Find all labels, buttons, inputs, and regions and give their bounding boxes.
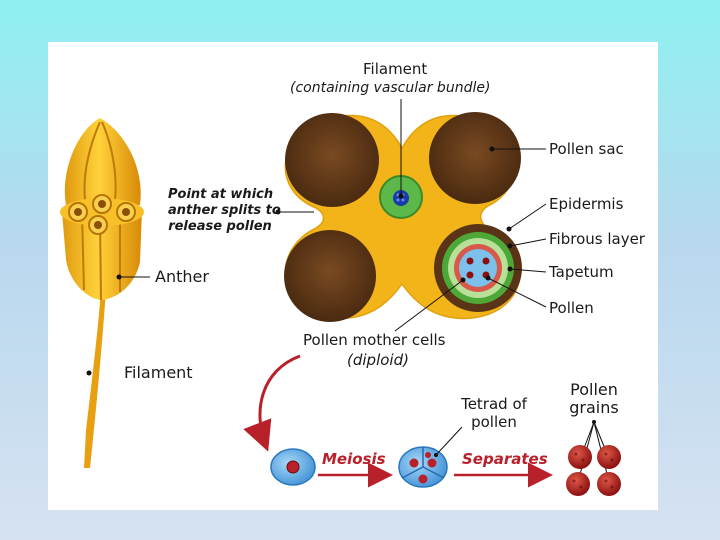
label-tapetum: Tapetum	[549, 263, 614, 281]
label-filament-left: Filament	[124, 364, 193, 382]
label-tetrad: Tetrad of pollen	[446, 395, 542, 431]
label-pollen-mother-cells: Pollen mother cells	[303, 331, 446, 349]
label-split-point-line3: release pollen	[168, 219, 272, 235]
label-pollen: Pollen	[549, 299, 594, 317]
label-filament-top-sub: (containing vascular bundle)	[290, 79, 490, 97]
label-pollen-grains-line1: Pollen	[558, 381, 630, 399]
label-fibrous-layer: Fibrous layer	[549, 230, 645, 248]
anther-top-lobes	[65, 118, 141, 205]
pollen-sac-bottom-left	[284, 230, 376, 322]
meiosis-process	[260, 356, 621, 496]
curved-arrow	[260, 356, 300, 446]
filament-stalk	[84, 290, 106, 468]
stamen-illustration	[60, 118, 150, 468]
anther-cross-section	[276, 99, 547, 331]
pollen-grains	[566, 420, 621, 496]
pollen-sac-top-left	[285, 113, 379, 207]
label-split-point-line2: anther splits to	[168, 203, 272, 219]
label-separates: Separates	[462, 450, 548, 468]
label-split-point-line1: Point at which	[168, 187, 272, 203]
label-epidermis: Epidermis	[549, 195, 623, 213]
label-pollen-grains: Pollen grains	[558, 381, 630, 417]
label-pollen-grains-line2: grains	[558, 399, 630, 417]
pollen-sac-top-right	[429, 112, 521, 204]
label-filament-top: Filament	[363, 60, 427, 78]
label-tetrad-line1: Tetrad of	[446, 395, 542, 413]
label-diploid: (diploid)	[347, 351, 409, 369]
label-meiosis: Meiosis	[322, 450, 386, 468]
label-pollen-sac: Pollen sac	[549, 140, 624, 158]
label-tetrad-line2: pollen	[446, 413, 542, 431]
tetrad-cell	[399, 447, 447, 487]
label-split-point: Point at which anther splits to release …	[168, 187, 272, 235]
label-anther: Anther	[155, 268, 209, 286]
